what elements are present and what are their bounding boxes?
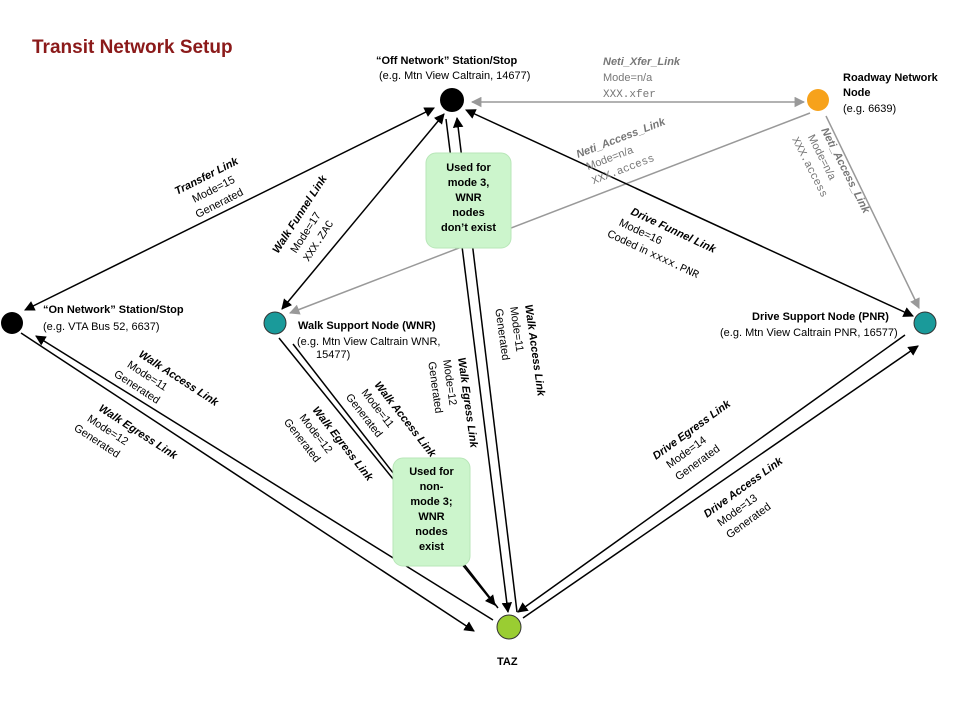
taz-node <box>496 614 522 640</box>
walk-egress-link-left-line <box>20 332 475 632</box>
note-non-mode3-line2: non- <box>420 481 444 493</box>
note-mode3-line1: Used for <box>446 162 491 174</box>
roadway-title-line1: Roadway Network <box>843 72 939 84</box>
drive-access-link-line <box>522 345 919 619</box>
walk-funnel-link-line <box>281 113 445 310</box>
wnr-example-line2: 15477) <box>316 349 350 361</box>
note-non-mode3-line4: WNR <box>418 511 444 523</box>
note-mode3: Used for mode 3, WNR nodes don’t exist <box>425 152 512 249</box>
diagram-title: Transit Network Setup <box>32 37 233 58</box>
xfer-link-code: XXX.xfer <box>603 89 656 101</box>
on-network-title: “On Network” Station/Stop <box>43 304 184 316</box>
xfer-link-mode: Mode=n/a <box>603 72 653 84</box>
off-network-title: “Off Network” Station/Stop <box>376 55 517 67</box>
off-network-example: (e.g. Mtn View Caltrain, 14677) <box>379 70 530 82</box>
drive-egress-link-line <box>517 334 906 613</box>
wnr-example-line1: (e.g. Mtn View Caltrain WNR, <box>297 336 440 348</box>
note-non-mode3-line1: Used for <box>409 466 454 478</box>
note-mode3-line3: WNR <box>455 192 481 204</box>
note-mode3-line2: mode 3, <box>448 177 490 189</box>
transfer-link-line <box>24 107 435 311</box>
roadway-title-line2: Node <box>843 87 871 99</box>
walk-access-center-name: Walk Access Link <box>522 304 547 398</box>
walk-access-link-left-line <box>35 335 494 621</box>
note-mode3-line5: don’t exist <box>441 222 496 234</box>
on-network-station-node <box>1 312 23 334</box>
note-non-mode3-line6: exist <box>419 541 444 553</box>
note-non-mode3-line5: nodes <box>415 526 447 538</box>
drive-funnel-link-line <box>465 109 914 317</box>
wnr-node <box>263 311 287 335</box>
note-non-mode3: Used for non- mode 3; WNR nodes exist <box>392 457 471 567</box>
pnr-title: Drive Support Node (PNR) <box>752 311 889 323</box>
note-non-mode3-line3: mode 3; <box>410 496 452 508</box>
xfer-link-name: Neti_Xfer_Link <box>603 56 681 68</box>
pnr-node <box>913 311 937 335</box>
neti-access-link-right-line <box>825 115 920 309</box>
wnr-title: Walk Support Node (WNR) <box>298 320 436 332</box>
note-mode3-line4: nodes <box>452 207 484 219</box>
roadway-network-node <box>807 89 829 111</box>
roadway-example: (e.g. 6639) <box>843 103 896 115</box>
pnr-example: (e.g. Mtn View Caltrain PNR, 16577) <box>720 327 898 339</box>
neti-access-link-diag-line <box>289 112 811 315</box>
on-network-example: (e.g. VTA Bus 52, 6637) <box>43 321 160 333</box>
taz-title: TAZ <box>497 656 518 668</box>
off-network-station-node <box>440 88 464 112</box>
